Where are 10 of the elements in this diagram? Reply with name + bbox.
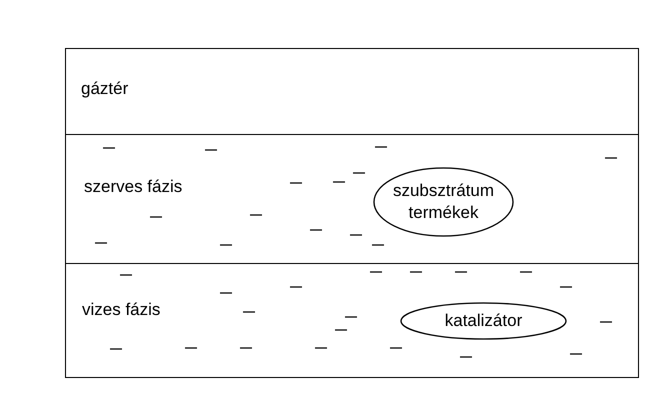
ellipse-label: katalizátor <box>444 310 524 332</box>
ellipse-label: szubsztrátum termékek <box>392 180 496 224</box>
ellipse-node <box>373 167 514 237</box>
phase-band <box>65 48 639 135</box>
ellipse-node <box>400 302 567 340</box>
phase-label: szerves fázis <box>84 177 182 197</box>
phase-label: vizes fázis <box>82 300 160 320</box>
phase-band <box>65 134 639 264</box>
phase-label: gáztér <box>81 79 128 99</box>
phase-band <box>65 263 639 378</box>
